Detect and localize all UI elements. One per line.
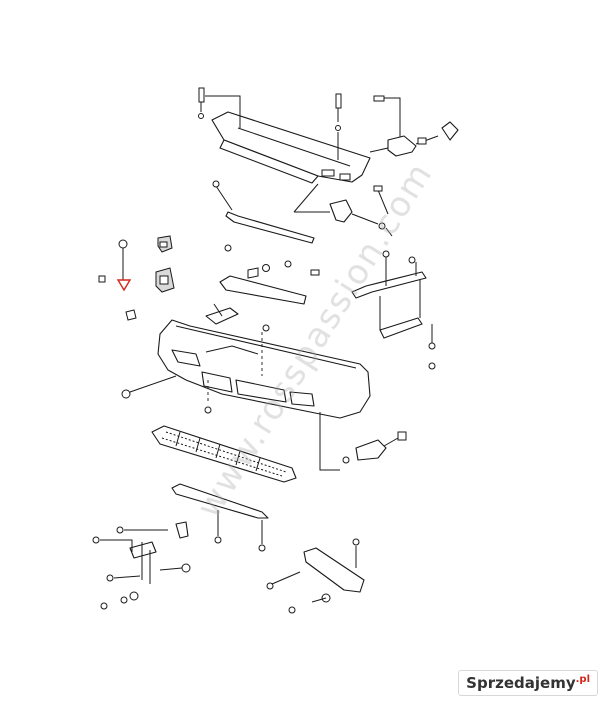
beam-bolt-center xyxy=(335,93,342,160)
beam-bolt-right xyxy=(373,95,401,140)
bumper-side-pointers xyxy=(121,375,340,471)
lower-left-bracket xyxy=(92,521,191,610)
lower-trim-strip xyxy=(171,483,269,552)
tow-hook-bracket xyxy=(369,121,459,157)
upper-trim-strip xyxy=(212,180,315,244)
lower-right-bracket xyxy=(266,538,365,614)
middle-support-rail xyxy=(205,275,307,325)
side-rail-right-upper xyxy=(351,250,427,299)
side-rail-right-lower xyxy=(379,280,436,370)
left-bolt-assembly xyxy=(98,239,137,321)
reinforcement-beam xyxy=(211,111,371,184)
sprzedajemy-logo[interactable]: Sprzedajemy.pl xyxy=(458,670,598,696)
fastener-group-center xyxy=(224,244,320,279)
logo-text: Sprzedajemy xyxy=(466,674,576,692)
bracket-clip-upper xyxy=(157,235,173,253)
mesh-grille xyxy=(151,425,297,483)
side-cover-right xyxy=(342,431,407,464)
bumper-cover xyxy=(157,319,371,419)
logo-tld: .pl xyxy=(575,674,590,685)
latch-bracket xyxy=(293,183,393,237)
bracket-clip-lower xyxy=(155,267,175,293)
beam-bolt-left xyxy=(198,87,241,128)
